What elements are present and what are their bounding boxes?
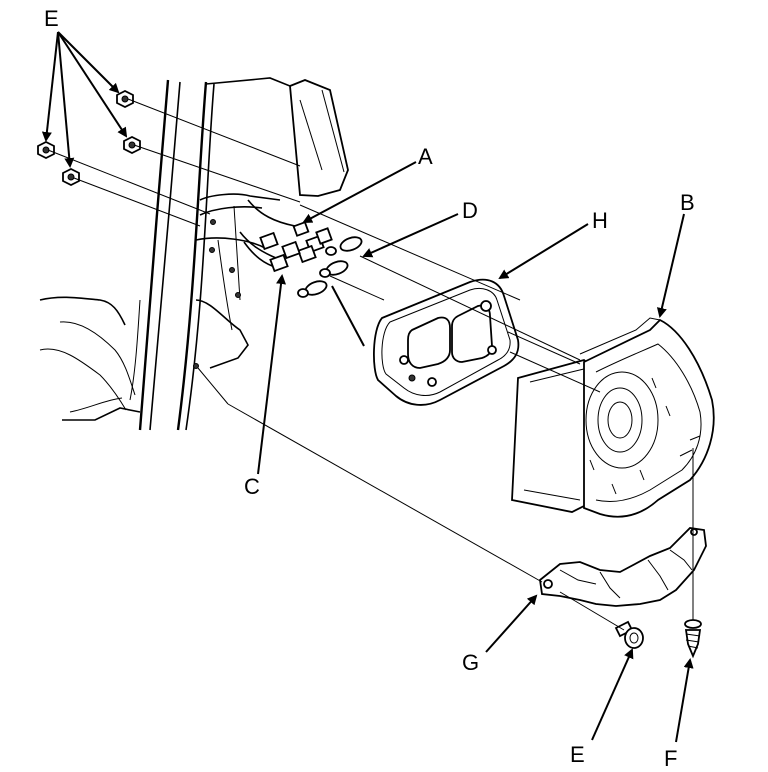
taillight-b	[511, 317, 715, 518]
label-f: F	[664, 746, 677, 771]
nut-icon	[62, 167, 80, 187]
wiring-harness	[239, 199, 363, 298]
labels: E A D H B C G E F	[44, 6, 695, 771]
label-a: A	[418, 144, 433, 169]
nut-icon	[116, 89, 134, 109]
gasket-h	[373, 278, 520, 406]
label-c: C	[244, 474, 260, 499]
label-h: H	[592, 208, 608, 233]
bolt-e	[614, 620, 644, 649]
alignment-lines	[47, 98, 694, 631]
nut-icon	[123, 135, 141, 155]
bracket-g	[539, 527, 707, 607]
leader-pointers	[41, 31, 694, 743]
body-panel	[39, 77, 349, 431]
label-e-bottom: E	[570, 742, 585, 767]
label-e-top: E	[44, 6, 59, 31]
label-d: D	[462, 198, 478, 223]
label-b: B	[680, 190, 695, 215]
screw-f	[684, 619, 702, 659]
nut-e-group	[37, 89, 141, 187]
nut-icon	[37, 140, 55, 160]
label-g: G	[462, 650, 479, 675]
